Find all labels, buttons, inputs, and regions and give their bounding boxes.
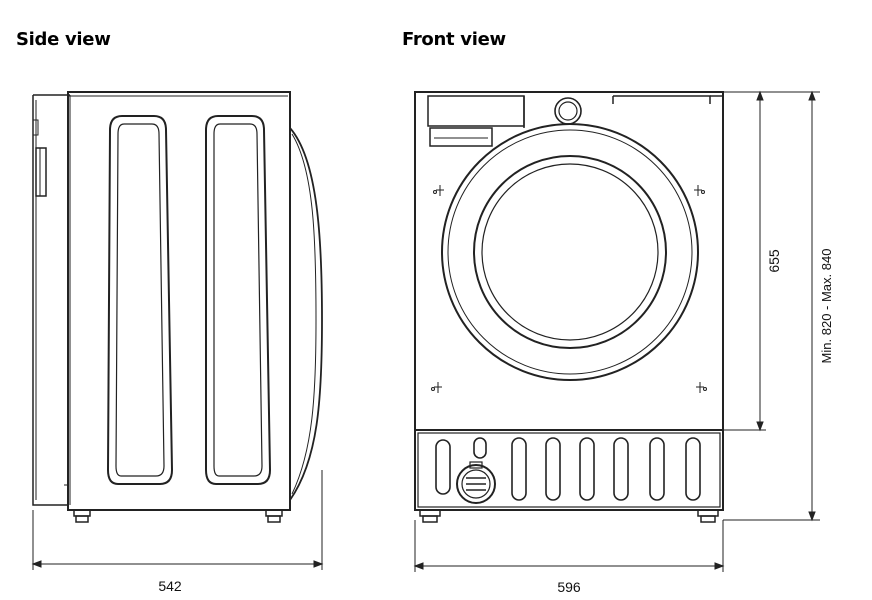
side-width-label: 542 <box>158 578 182 594</box>
front-width-label: 596 <box>557 579 581 595</box>
kick-plate-vents <box>417 432 721 508</box>
side-view-title: Side view <box>16 29 111 50</box>
side-handle-left <box>106 115 174 485</box>
front-view-title: Front view <box>402 29 506 50</box>
side-view-drawing <box>32 91 323 523</box>
drain-filter-cap <box>456 461 496 504</box>
door-height-dimension <box>723 90 766 432</box>
door-glass <box>473 155 667 349</box>
side-width-dimension <box>31 470 324 570</box>
total-height-dimension <box>723 90 820 522</box>
mount-marker <box>431 185 707 393</box>
front-view-drawing <box>414 91 724 523</box>
door-outer <box>441 123 699 381</box>
door-height-label: 655 <box>766 249 782 273</box>
side-handle-right <box>205 115 272 485</box>
detergent-drawer <box>429 127 493 147</box>
total-height-label: Min. 820 - Max. 840 <box>819 249 834 364</box>
front-width-dimension <box>413 520 725 572</box>
